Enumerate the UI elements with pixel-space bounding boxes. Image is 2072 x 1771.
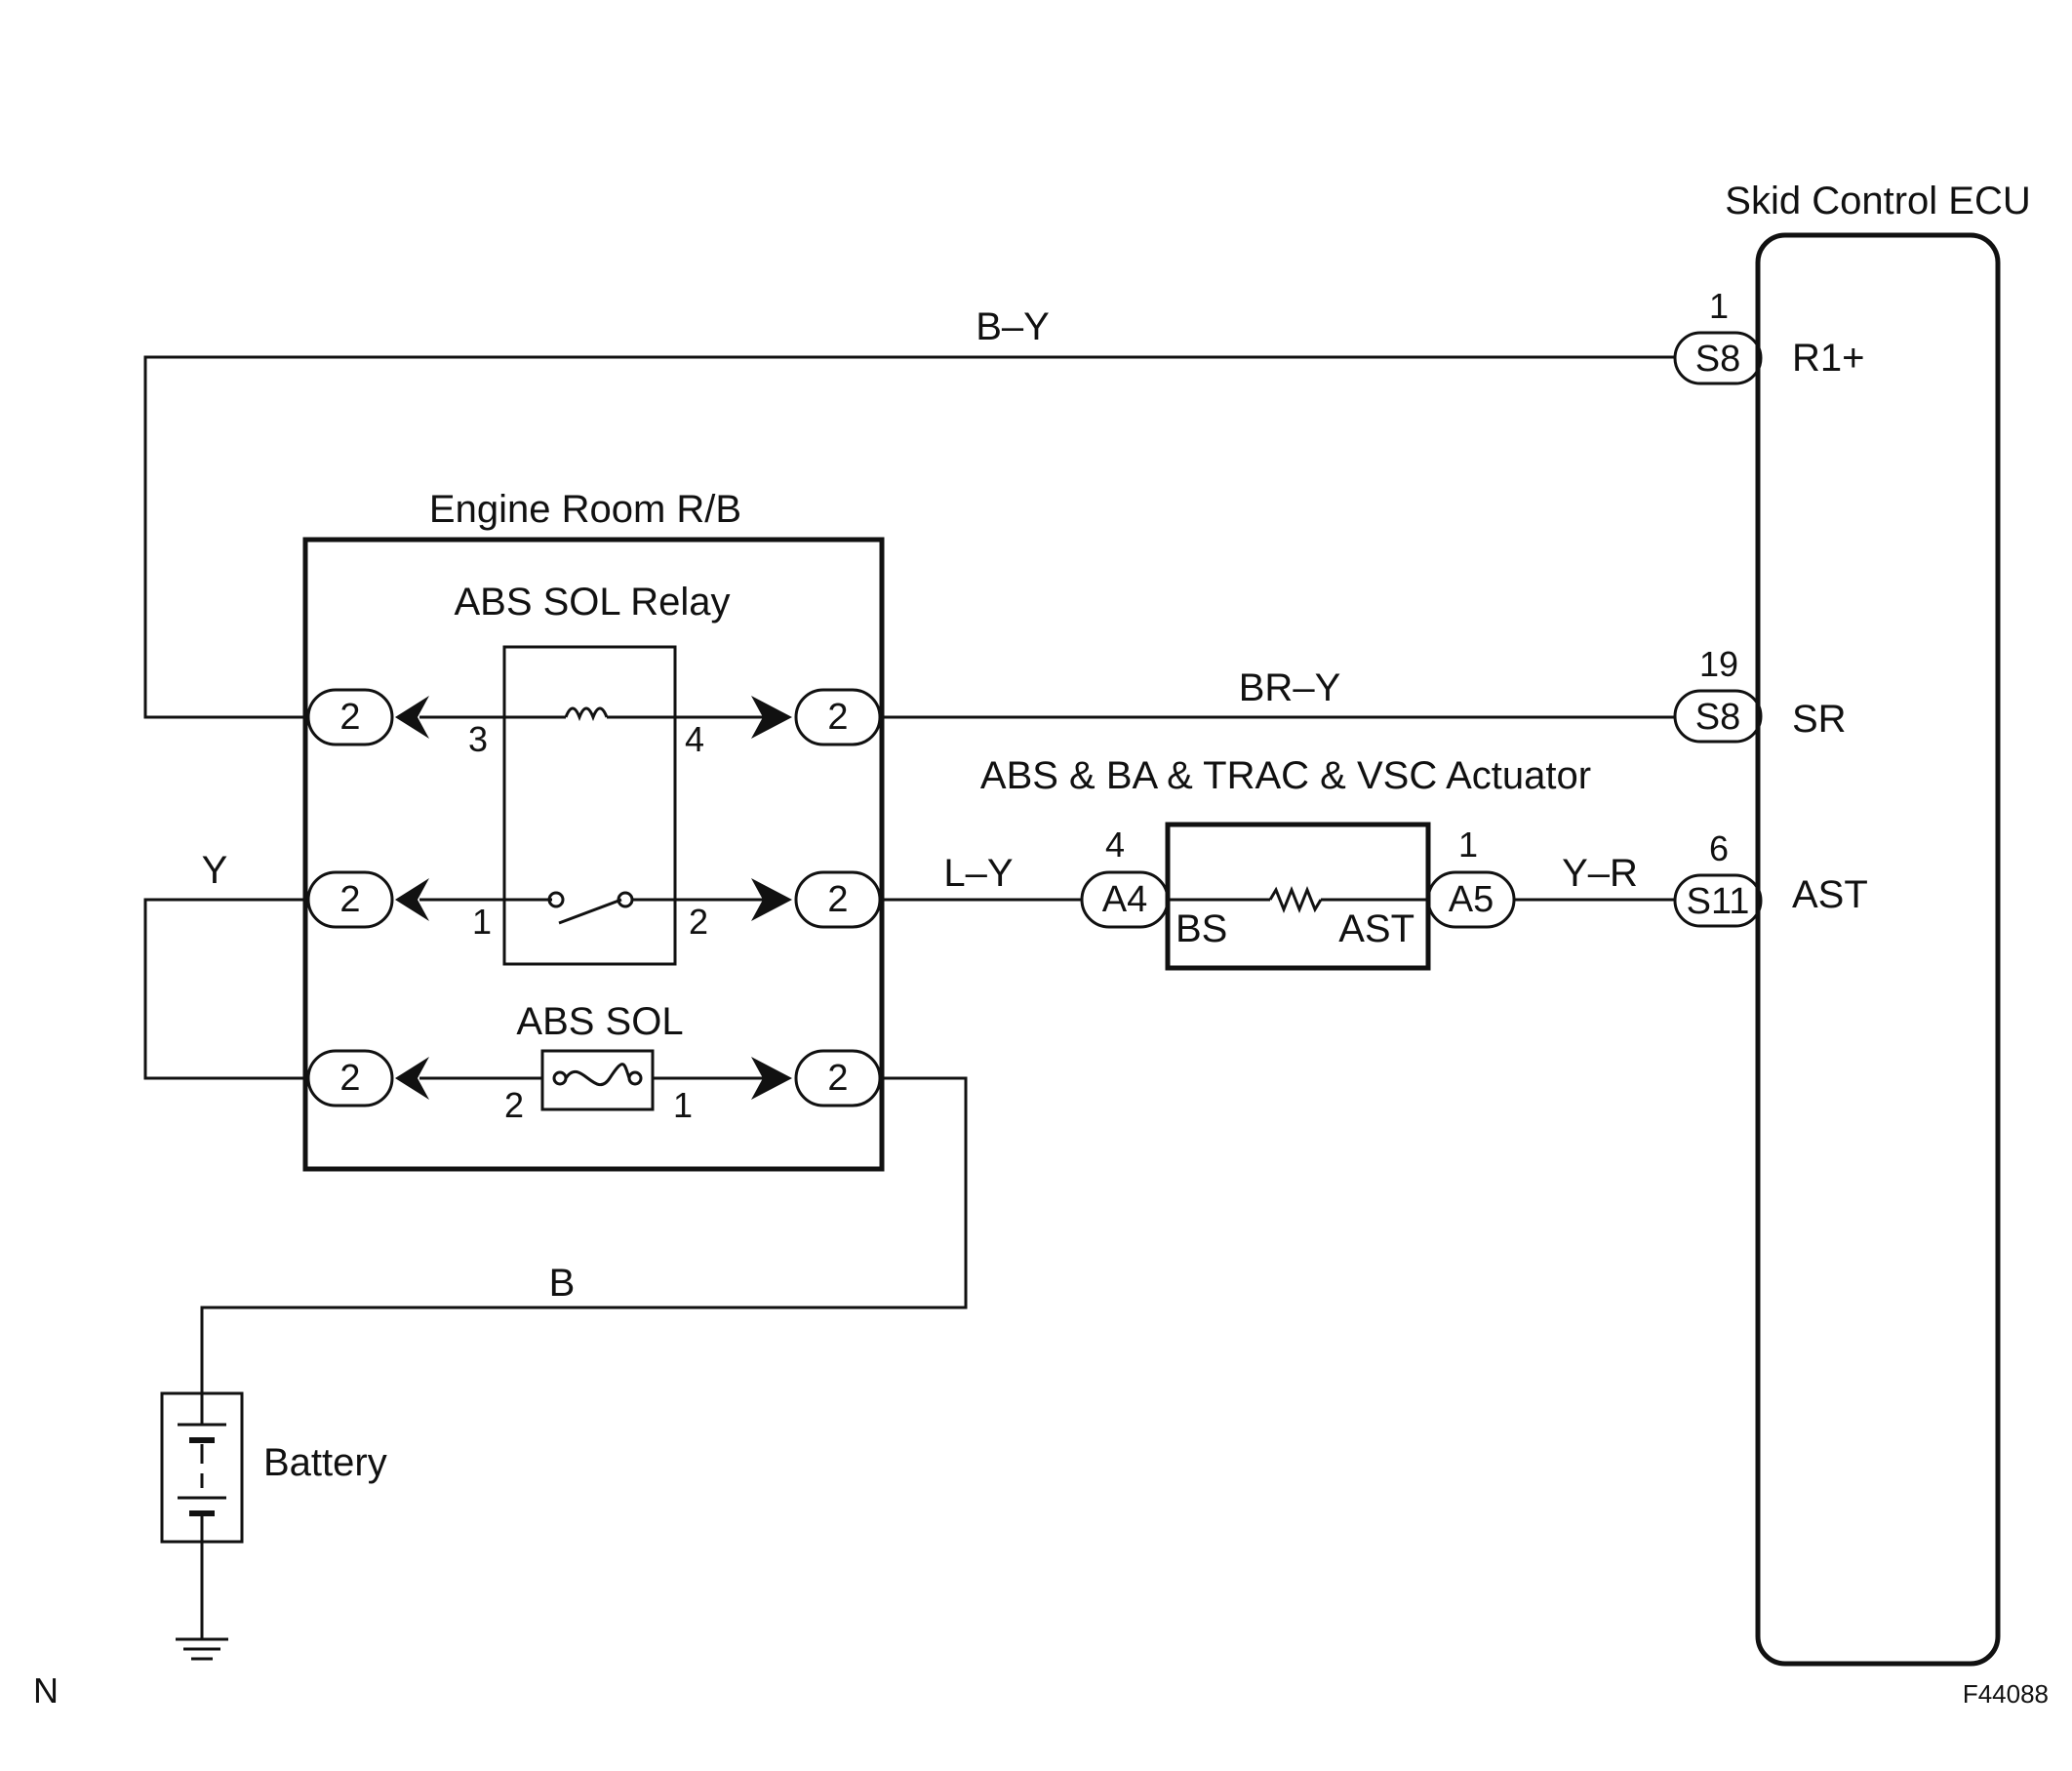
wire-y-label: Y [202,849,228,892]
arrow-right-row3-icon [751,1057,792,1100]
connector-2-left-row2-label: 2 [339,879,360,920]
fuse-pin-2: 2 [504,1085,524,1125]
fuse-element-icon [564,1063,631,1087]
connector-2-right-row2-label: 2 [827,879,848,920]
wire-y-r-label: Y–R [1562,852,1638,895]
battery: Battery [160,1391,387,1639]
connector-a4-label: A4 [1102,879,1147,920]
arrow-left-row3-icon [395,1057,429,1100]
connector-s8-r1-label: S8 [1695,339,1740,380]
connector-2-right-row3-label: 2 [827,1058,848,1099]
fuse-pin-1: 1 [673,1085,693,1125]
connector-2-right-row1 [794,688,882,746]
relay-coil-icon [564,706,609,722]
relay-contact-left [547,891,565,908]
figure-code: F44088 [1963,1679,2049,1709]
arrow-left-row2-icon [395,878,429,921]
relay-pin-3: 3 [468,719,488,759]
fuse-end-right [627,1070,643,1086]
relay-title: ABS SOL Relay [454,581,730,624]
connector-2-left-row3 [306,1049,394,1107]
connector-2-right-row3 [794,1049,882,1107]
ground-icon [176,1637,228,1661]
wire-y [143,898,308,1080]
ecu-terminal-sr: SR [1792,698,1847,741]
connector-2-right-row1-label: 2 [827,697,848,738]
wire-l-y-label: L–Y [943,852,1013,895]
relay-switch-blade [558,898,622,925]
footer-left-label: N [33,1670,59,1711]
arrow-right-row2-icon [751,878,792,921]
connector-2-left-row1-label: 2 [339,697,360,738]
ecu-title: Skid Control ECU [1725,180,2030,222]
abs-sol-fuse [540,1049,655,1111]
arrow-right-row1-icon [751,696,792,739]
connector-2-left-row1 [306,688,394,746]
abs-actuator: ABS & BA & TRAC & VSC Actuator BS AST 4 … [980,754,1591,971]
fuse-title: ABS SOL [516,1000,683,1043]
relay-pin-4: 4 [685,719,704,759]
ecu-pin-sr: 19 [1699,644,1738,684]
fuse-end-left [552,1070,568,1086]
ecu-body [1755,232,2001,1667]
wire-b-y-label: B–Y [976,305,1050,348]
connector-a4 [1080,870,1170,929]
right-connectors: 2 2 2 [751,688,882,1107]
relay-pin-2: 2 [689,902,708,942]
wires: B–Y BR–Y L–Y Y–R Y B [143,305,1675,1393]
connector-2-right-row2 [794,870,882,929]
actuator-title: ABS & BA & TRAC & VSC Actuator [980,754,1591,797]
engine-room-relay-box: Engine Room R/B ABS SOL Relay ABS SOL 3 … [302,488,885,1172]
skid-control-ecu: Skid Control ECU 1 S8 R1+ 19 S8 SR 6 S11… [1673,180,2031,1667]
actuator-pin-1: 1 [1458,825,1478,865]
ecu-terminal-r1: R1+ [1792,337,1865,380]
connector-s11-ast-label: S11 [1687,881,1750,922]
actuator-pin-4: 4 [1105,825,1125,865]
ecu-terminal-ast: AST [1792,873,1868,916]
abs-sol-relay [502,645,677,966]
connector-a5 [1426,870,1516,929]
ecu-pin-ast: 6 [1709,828,1729,868]
wire-b [200,1076,968,1393]
arrow-left-row1-icon [395,696,429,739]
actuator-terminal-bs: BS [1175,907,1227,950]
connector-2-left-row2 [306,870,394,929]
left-connectors: 2 2 2 [306,688,429,1107]
relay-pin-1: 1 [472,902,492,942]
wire-b-label: B [549,1262,576,1305]
actuator-terminal-ast: AST [1338,907,1415,950]
resistor-icon [1268,885,1323,914]
connector-2-left-row3-label: 2 [339,1058,360,1099]
relay-box-body [302,537,885,1172]
connector-s8-sr-label: S8 [1695,697,1740,738]
relay-box-title: Engine Room R/B [429,488,741,531]
wire-b-y [143,355,1675,719]
wire-br-y-label: BR–Y [1239,666,1341,709]
connector-a5-label: A5 [1449,879,1494,920]
battery-label: Battery [263,1441,387,1484]
ecu-pin-r1: 1 [1709,286,1729,326]
